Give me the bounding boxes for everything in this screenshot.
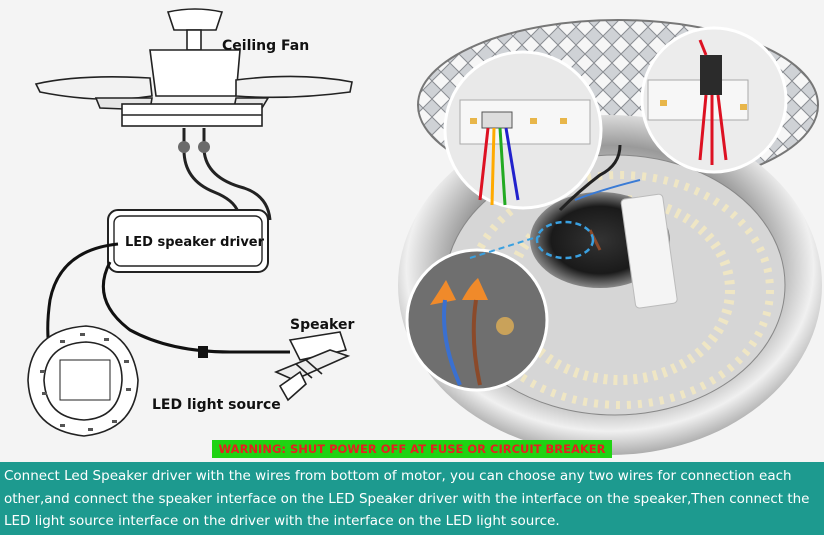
ceiling-fan-drawing <box>34 8 353 127</box>
cable-connector <box>198 346 208 358</box>
speaker-label: Speaker <box>290 317 355 333</box>
inset-connector-plug <box>640 26 788 174</box>
inset-wire-nuts <box>405 248 549 392</box>
led-light-source-label: LED light source <box>152 397 281 413</box>
instruction-caption: Connect Led Speaker driver with the wire… <box>0 462 824 535</box>
motor-wires <box>182 128 272 221</box>
wire-nut-right <box>198 141 210 153</box>
callout-line <box>469 235 541 259</box>
warning-banner: WARNING: SHUT POWER OFF AT FUSE OR CIRCU… <box>212 440 612 458</box>
led-speaker-driver-box <box>107 209 269 273</box>
speaker-drawing <box>273 331 351 402</box>
inset-connector-board <box>443 50 603 210</box>
wire-nut-left <box>178 141 190 153</box>
led-light-source-drawing <box>27 325 139 437</box>
ceiling-fan-label: Ceiling Fan <box>222 38 310 54</box>
led-speaker-driver-label: LED speaker driver <box>125 235 265 250</box>
